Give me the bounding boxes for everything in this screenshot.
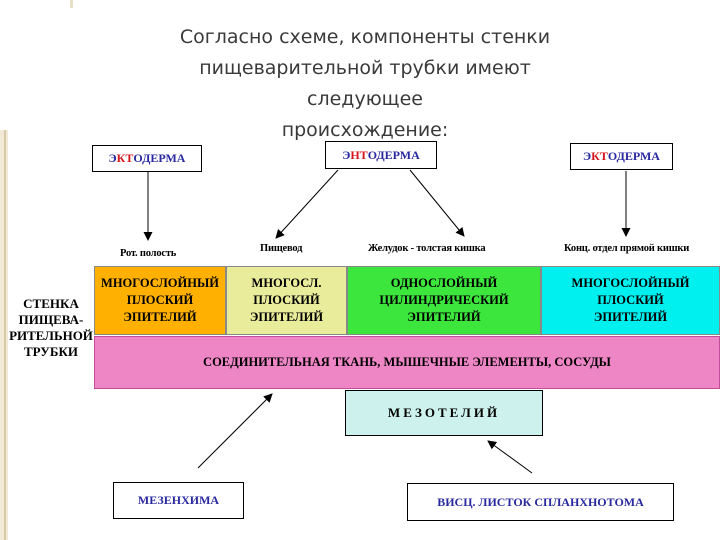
ectoderm-left-suffix: ОДЕРМА xyxy=(133,151,186,165)
epithelium-line: ОДНОСЛОЙНЫЙ xyxy=(390,276,498,290)
slide-corner-decoration xyxy=(70,0,73,8)
epithelium-rectum: МНОГОСЛОЙНЫЙ ПЛОСКИЙ ЭПИТЕЛИЙ xyxy=(541,266,720,335)
ectoderm-left-highlight: КТ xyxy=(116,151,134,165)
arrow-endoderm-to-stomach xyxy=(409,169,465,237)
epithelium-line: МНОГОСЛОЙНЫЙ xyxy=(571,276,690,290)
connective-tissue-band: СОЕДИНИТЕЛЬНАЯ ТКАНЬ, МЫШЕЧНЫЕ ЭЛЕМЕНТЫ,… xyxy=(94,336,720,389)
mesenchyme-box: МЕЗЕНХИМА xyxy=(113,482,244,519)
title-line-2: пищеварительной трубки имеют следующее xyxy=(199,57,531,110)
epithelium-line: ЭПИТЕЛИЙ xyxy=(407,310,481,324)
epithelium-line: ЭПИТЕЛИЙ xyxy=(593,310,668,324)
epithelium-line: ЭПИТЕЛИЙ xyxy=(123,310,197,324)
ectoderm-right-suffix: ОДЕРМА xyxy=(607,149,660,163)
epithelium-line: ПЛОСКИЙ xyxy=(253,293,320,307)
endoderm-suffix: ОДЕРМА xyxy=(367,147,420,162)
slide-title: Согласно схеме, компоненты стенки пищева… xyxy=(140,22,590,146)
arrow-splanchnotome-to-mesothelium xyxy=(487,440,533,474)
wall-label-line-3: РИТЕЛЬНОЙ xyxy=(9,328,93,343)
epithelium-mouth: МНОГОСЛОЙНЫЙ ПЛОСКИЙ ЭПИТЕЛИЙ xyxy=(94,266,226,335)
ectoderm-right-highlight: КТ xyxy=(591,149,608,163)
epithelium-esophagus: МНОГОСЛ. ПЛОСКИЙ ЭПИТЕЛИЙ xyxy=(226,266,347,335)
epithelium-line: МНОГОСЛ. xyxy=(251,276,322,290)
wall-label-line-1: СТЕНКА xyxy=(23,296,79,311)
epithelium-line: МНОГОСЛОЙНЫЙ xyxy=(101,276,219,290)
label-mouth: Рот. полость xyxy=(120,248,177,259)
slide-side-decoration xyxy=(0,130,8,540)
title-line-3: происхождение: xyxy=(281,119,449,141)
endoderm-highlight: НТ xyxy=(350,147,368,162)
endoderm-prefix: Э xyxy=(342,147,351,162)
epithelium-line: ПЛОСКИЙ xyxy=(126,293,194,307)
label-stomach: Желудок - толстая кишка xyxy=(368,243,486,254)
epithelium-line: ПЛОСКИЙ xyxy=(597,293,664,307)
title-line-1: Согласно схеме, компоненты стенки xyxy=(179,26,551,48)
wall-label-line-2: ПИЩЕВА- xyxy=(18,312,84,327)
wall-label-line-4: ТРУБКИ xyxy=(24,344,78,359)
ectoderm-left-prefix: Э xyxy=(108,151,117,165)
epithelium-stomach-intestine: ОДНОСЛОЙНЫЙ ЦИЛИНДРИЧЕСКИЙ ЭПИТЕЛИЙ xyxy=(347,266,541,335)
mesothelium-box: МЕЗОТЕЛИЙ xyxy=(345,390,543,436)
label-rectum: Конц. отдел прямой кишки xyxy=(564,243,690,254)
ectoderm-right-prefix: Э xyxy=(583,149,592,163)
epithelium-line: ЭПИТЕЛИЙ xyxy=(249,310,324,324)
tube-wall-label: СТЕНКА ПИЩЕВА- РИТЕЛЬНОЙ ТРУБКИ xyxy=(8,296,94,360)
label-esophagus: Пищевод xyxy=(260,243,303,254)
arrow-endoderm-to-esophagus xyxy=(275,169,339,239)
arrow-mesenchyme-to-connective xyxy=(197,393,273,469)
splanchnotome-box: ВИСЦ. ЛИСТОК СПЛАНХНОТОМА xyxy=(407,483,674,521)
epithelium-line: ЦИЛИНДРИЧЕСКИЙ xyxy=(379,293,509,307)
